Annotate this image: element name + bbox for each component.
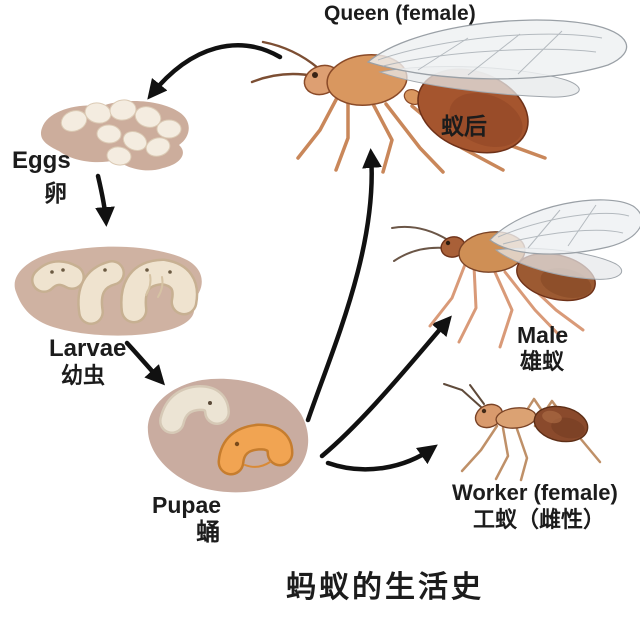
male-label-en: Male bbox=[517, 322, 569, 348]
queen-ant-illustration bbox=[250, 19, 628, 174]
male-label-zh: 雄蚁 bbox=[520, 349, 565, 374]
eggs-label-zh: 卵 bbox=[44, 180, 67, 206]
arrow-pupae-to-worker bbox=[325, 444, 438, 472]
arrow-larvae-to-pupae bbox=[124, 340, 166, 386]
eggs-label-en: Eggs bbox=[12, 147, 71, 174]
worker-label-zh: 工蚁（雌性） bbox=[473, 507, 606, 532]
queen-label-en: Queen (female) bbox=[324, 2, 476, 25]
larvae-label-zh: 幼虫 bbox=[61, 363, 106, 388]
pupae-label-zh: 蛹 bbox=[196, 519, 220, 546]
pupae-label-en: Pupae bbox=[152, 492, 222, 518]
arrow-queen-to-eggs bbox=[147, 43, 283, 100]
eggs-illustration bbox=[40, 99, 189, 171]
queen-label-zh: 蚁后 bbox=[441, 113, 487, 139]
pupae-illustration bbox=[147, 378, 309, 493]
worker-label-en: Worker (female) bbox=[452, 480, 618, 505]
arrow-pupae-to-queen bbox=[305, 148, 382, 423]
worker-ant-illustration bbox=[443, 383, 602, 482]
life-cycle-arrows bbox=[95, 43, 452, 472]
male-ant-illustration bbox=[391, 199, 640, 349]
arrow-eggs-to-larvae bbox=[95, 173, 115, 227]
larvae-illustration bbox=[14, 246, 202, 336]
arrow-pupae-to-male bbox=[319, 315, 452, 459]
larvae-label-en: Larvae bbox=[49, 335, 127, 362]
diagram-title: 蚂蚁的生活史 bbox=[286, 571, 484, 604]
